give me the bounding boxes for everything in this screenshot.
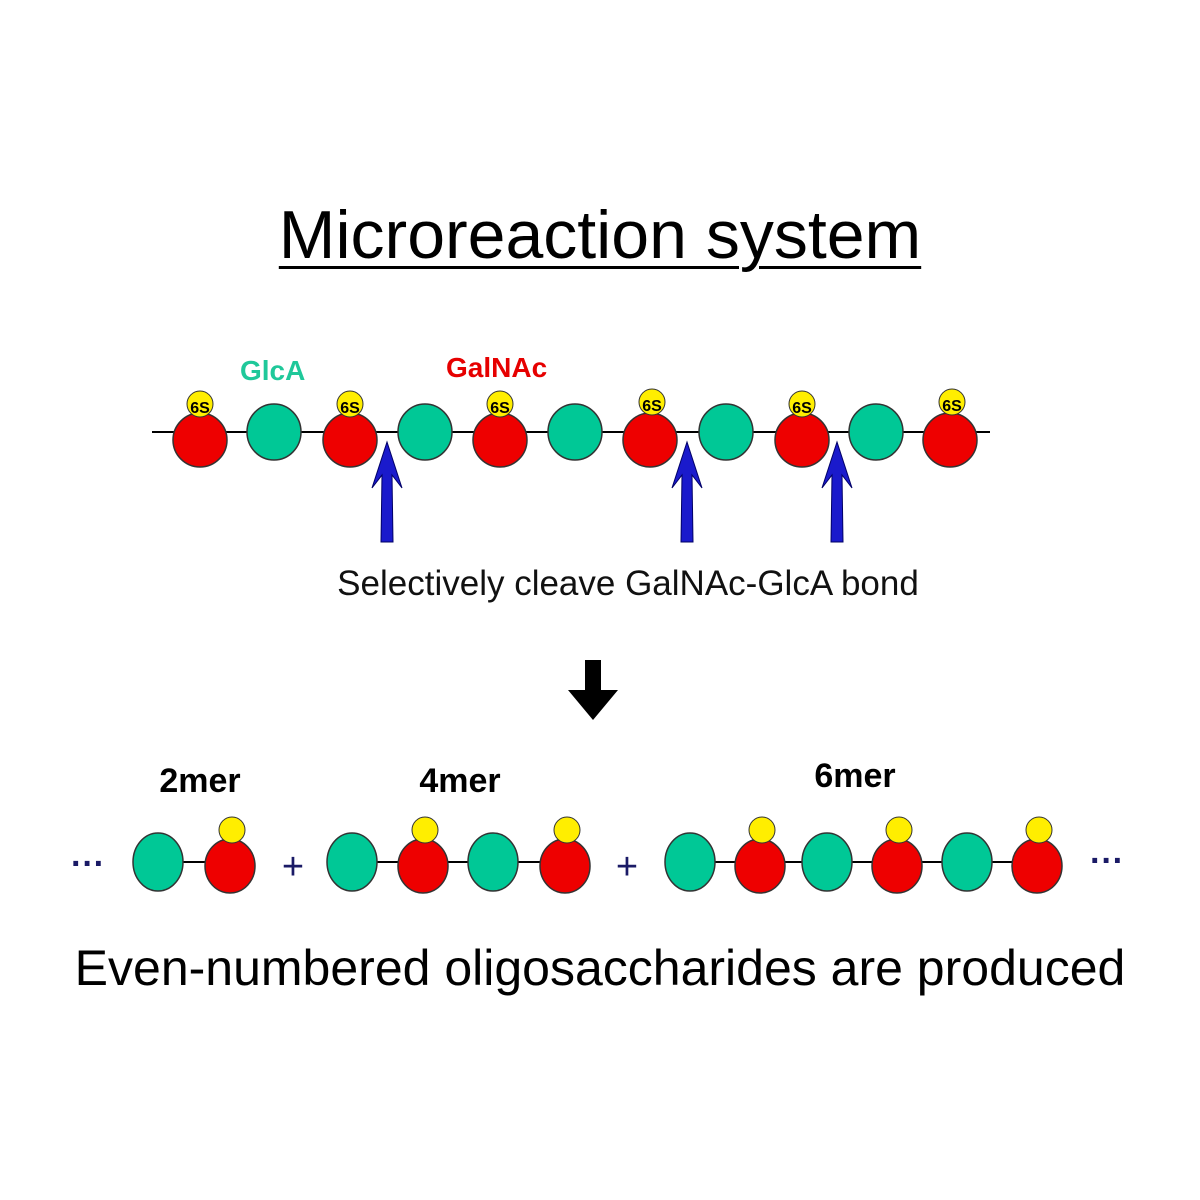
glca-unit	[664, 832, 716, 892]
sulfate-group	[638, 388, 666, 416]
sulfate-label: 6S	[942, 398, 962, 415]
galnac-unit	[539, 838, 591, 894]
sulfate-group	[218, 816, 246, 844]
glca-unit	[941, 832, 993, 892]
ellipsis-right: ···	[1090, 842, 1124, 880]
glca-unit	[397, 403, 453, 461]
dimer-product	[132, 816, 256, 894]
dimer-label: 2mer	[159, 762, 240, 800]
sulfate-label: 6S	[490, 400, 510, 417]
tetramer-product	[326, 816, 591, 894]
galnac-unit	[204, 838, 256, 894]
sulfate-label: 6S	[340, 400, 360, 417]
sulfate-group	[938, 388, 966, 416]
glca-unit	[326, 832, 378, 892]
galnac-unit	[734, 838, 786, 894]
galnac-unit	[922, 412, 978, 468]
galnac-unit	[871, 838, 923, 894]
sulfate-group	[885, 816, 913, 844]
sulfate-group	[186, 390, 214, 418]
glca-unit	[848, 403, 904, 461]
plus-symbol: +	[616, 846, 638, 888]
sulfate-label: 6S	[190, 400, 210, 417]
glca-unit	[801, 832, 853, 892]
sulfate-group	[748, 816, 776, 844]
glca-unit	[467, 832, 519, 892]
glca-unit	[246, 403, 302, 461]
sulfate-label: 6S	[642, 398, 662, 415]
cleavage-arrow	[371, 440, 403, 543]
tetramer-label: 4mer	[419, 762, 500, 800]
plus-symbol: +	[282, 846, 304, 888]
polysaccharide-chain: 6S 6S 6S 6S 6S 6S	[172, 388, 978, 468]
galnac-label: GalNAc	[446, 352, 547, 383]
galnac-unit	[172, 412, 228, 468]
galnac-unit	[622, 412, 678, 468]
hexamer-product	[664, 816, 1063, 894]
cleavage-caption: Selectively cleave GalNAc-GlcA bond	[337, 564, 919, 603]
sulfate-label: 6S	[792, 400, 812, 417]
galnac-unit	[397, 838, 449, 894]
sulfate-group	[411, 816, 439, 844]
galnac-unit	[472, 412, 528, 468]
hexamer-label: 6mer	[814, 757, 895, 795]
cleavage-arrow	[671, 440, 703, 543]
sulfate-group	[553, 816, 581, 844]
glca-unit	[132, 832, 184, 892]
process-arrow-down-icon	[568, 660, 618, 720]
page-title-text: Microreaction system	[278, 197, 922, 273]
ellipsis-left: ···	[71, 845, 105, 883]
glca-label: GlcA	[240, 355, 305, 386]
sulfate-group	[336, 390, 364, 418]
galnac-unit	[322, 412, 378, 468]
page-title: Microreaction system	[0, 196, 1200, 274]
sulfate-group	[1025, 816, 1053, 844]
glca-unit	[698, 403, 754, 461]
sulfate-group	[486, 390, 514, 418]
cleavage-arrow	[821, 440, 853, 543]
result-caption: Even-numbered oligosaccharides are produ…	[75, 940, 1126, 996]
sulfate-group	[788, 390, 816, 418]
galnac-unit	[774, 412, 830, 468]
galnac-unit	[1011, 838, 1063, 894]
glca-unit	[547, 403, 603, 461]
